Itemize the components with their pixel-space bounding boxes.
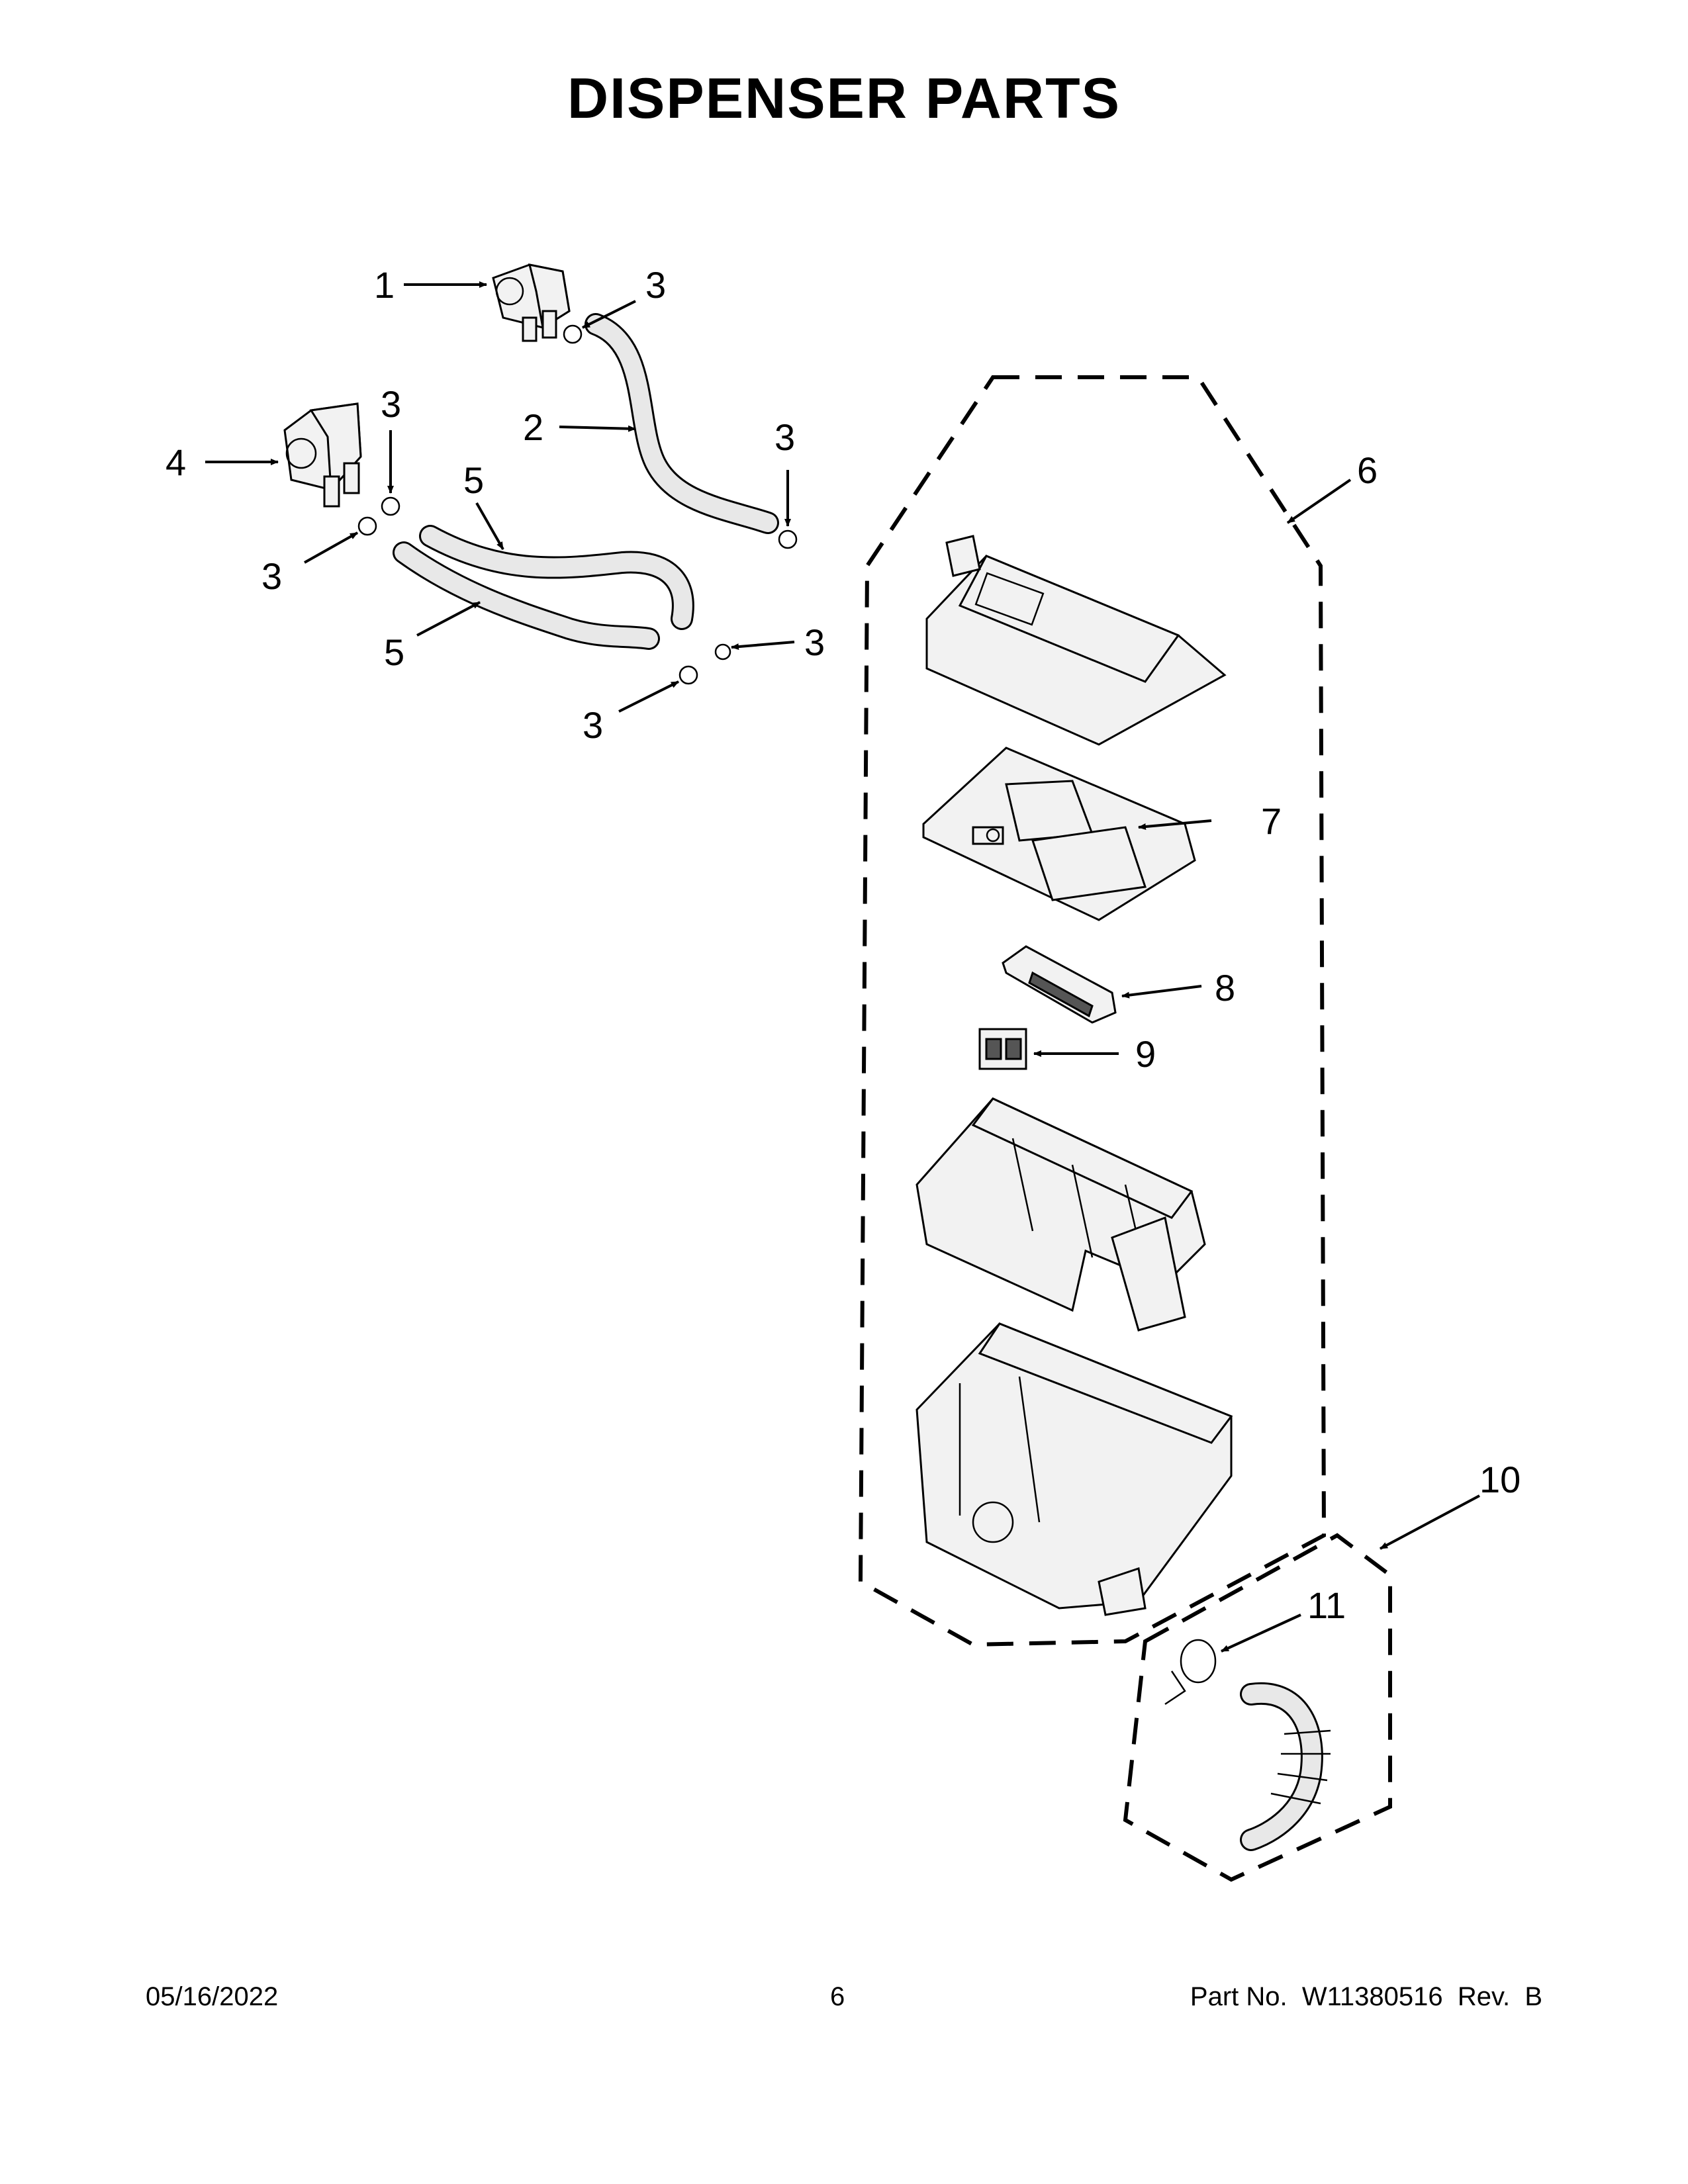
hose-clamps bbox=[357, 324, 798, 685]
water-valve-left bbox=[283, 402, 362, 508]
callout-3: 3 bbox=[774, 416, 795, 458]
callout-6: 6 bbox=[1357, 449, 1378, 491]
callout-11: 11 bbox=[1307, 1584, 1346, 1626]
callout-4: 4 bbox=[165, 441, 186, 483]
callout-8: 8 bbox=[1215, 967, 1235, 1009]
assembly-boundary-6 bbox=[858, 375, 1327, 1647]
callout-2: 2 bbox=[523, 406, 543, 448]
hose-upper bbox=[585, 313, 779, 534]
footer-page-number: 6 bbox=[830, 1982, 845, 2011]
dispenser-cup bbox=[1002, 945, 1117, 1024]
footer-part-number: Part No. W11380516 Rev. B bbox=[1190, 1982, 1542, 2011]
dispenser-drawer bbox=[915, 1097, 1206, 1332]
callout-3: 3 bbox=[645, 264, 666, 306]
assembly-boundary-10 bbox=[1123, 1533, 1392, 1882]
water-valve-top bbox=[492, 263, 571, 342]
callout-5: 5 bbox=[384, 631, 404, 673]
dispenser-lid bbox=[925, 535, 1227, 746]
callout-10: 10 bbox=[1479, 1459, 1521, 1500]
callout-3: 3 bbox=[583, 704, 603, 746]
detergent-tray-insert bbox=[922, 747, 1196, 921]
page-title: DISPENSER PARTS bbox=[567, 67, 1121, 130]
callout-3: 3 bbox=[381, 383, 401, 425]
leader-arrows bbox=[205, 281, 1480, 1653]
callout-1: 1 bbox=[374, 264, 395, 306]
footer-date: 05/16/2022 bbox=[146, 1982, 279, 2011]
callout-9: 9 bbox=[1135, 1033, 1156, 1075]
callout-3: 3 bbox=[261, 555, 282, 597]
callout-7: 7 bbox=[1261, 800, 1282, 842]
siphon-cap bbox=[978, 1028, 1027, 1070]
callout-5: 5 bbox=[463, 459, 484, 501]
callout-labels: 1 3 2 3 4 3 5 3 5 3 3 6 7 8 9 10 11 bbox=[165, 264, 1521, 1626]
dispenser-housing bbox=[915, 1322, 1233, 1616]
hose-lower-pair bbox=[393, 525, 694, 650]
callout-3: 3 bbox=[804, 621, 825, 663]
drain-hose bbox=[1164, 1639, 1331, 1851]
